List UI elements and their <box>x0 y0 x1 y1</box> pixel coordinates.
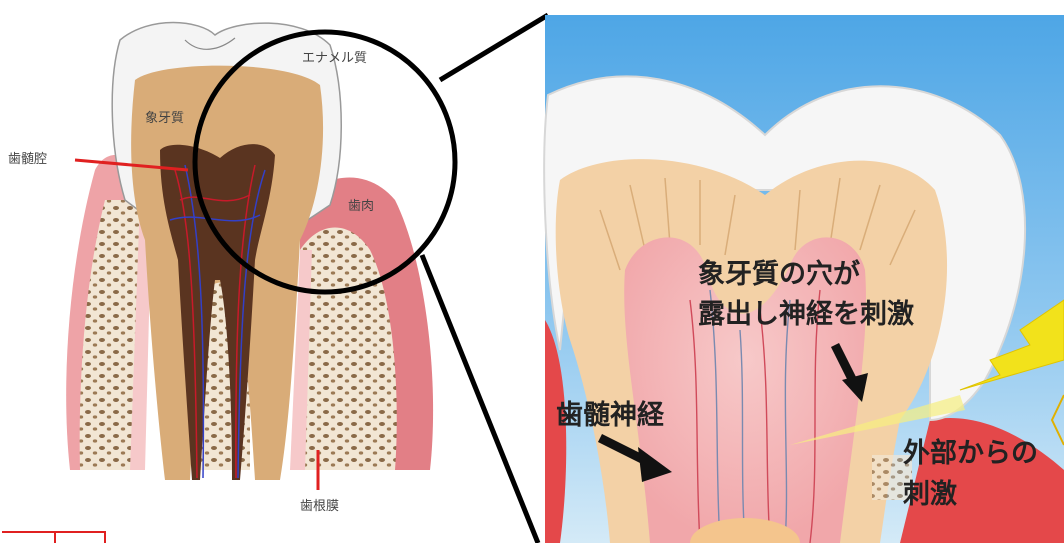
enamel-label: エナメル質 <box>302 51 367 66</box>
red-frame-fragment <box>2 532 105 543</box>
external-stimulus-label-line2: 刺激 <box>903 478 957 510</box>
pulp-nerve-label: 歯髄神経 <box>556 399 665 431</box>
gum-label: 歯肉 <box>348 199 374 214</box>
dentin-label: 象牙質 <box>145 111 184 126</box>
right-zoomed-tooth: 象牙質の穴が 露出し神経を刺激 歯髄神経 外部からの 刺激 <box>544 15 1064 543</box>
pulp-cavity-label: 歯髄腔 <box>8 152 47 167</box>
root-membrane-label: 歯根膜 <box>300 499 339 514</box>
left-tooth-cross-section: エナメル質 象牙質 歯髄腔 歯肉 歯根膜 <box>2 23 455 543</box>
dentin-holes-label-line2: 露出し神経を刺激 <box>698 298 914 330</box>
zoom-connector-top <box>440 15 548 80</box>
external-stimulus-label-line1: 外部からの <box>903 437 1038 469</box>
zoom-connector-bottom <box>422 255 538 543</box>
dentin-holes-label-line1: 象牙質の穴が <box>698 258 860 290</box>
